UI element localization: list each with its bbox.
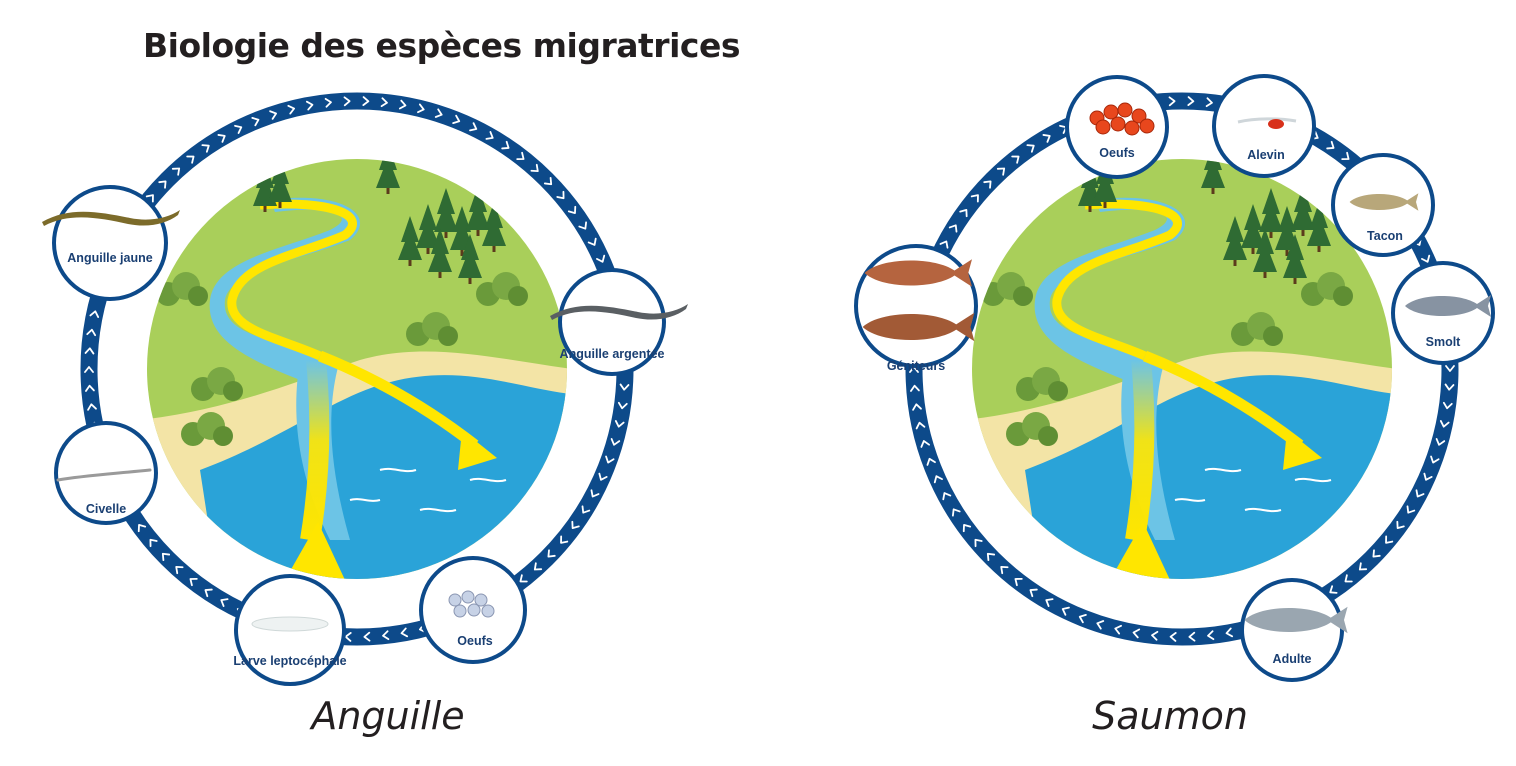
- alevin-icon: [1237, 117, 1297, 129]
- stage-geniteurs: Géniteurs: [854, 244, 978, 373]
- stage-label: Géniteurs: [887, 359, 945, 373]
- salmon-cycle: Oeufs Alevin Tacon Smolt Adulte: [854, 74, 1495, 682]
- stage-anguille-jaune: Anguille jaune: [42, 185, 180, 301]
- stage-label: Anguille argentée: [560, 347, 665, 361]
- stage-label: Oeufs: [1099, 146, 1134, 160]
- stage-label: Larve leptocéphale: [233, 654, 346, 668]
- glass-eel-icon: [56, 468, 152, 482]
- eel-cycle: Anguille jaune Anguille argentée Oeufs L…: [42, 92, 688, 686]
- stage-anguille-argentee: Anguille argentée: [550, 268, 688, 376]
- page-title: Biologie des espèces migratrices: [143, 26, 740, 65]
- stage-label: Smolt: [1426, 335, 1462, 349]
- stage-label: Adulte: [1273, 652, 1312, 666]
- river-landscape: [147, 159, 567, 579]
- cycle-ring: [905, 92, 1459, 646]
- stage-tacon: Tacon: [1331, 153, 1435, 257]
- stage-label: Anguille jaune: [67, 251, 152, 265]
- stage-label: Civelle: [86, 502, 126, 516]
- river-landscape: [972, 159, 1392, 579]
- stage-larve-leptocephale: Larve leptocéphale: [233, 574, 347, 686]
- stage-oeufs: Oeufs: [1065, 75, 1169, 179]
- stage-adulte: Adulte: [1240, 578, 1348, 682]
- species-name-saumon: Saumon: [1092, 694, 1248, 738]
- stage-alevin: Alevin: [1212, 74, 1316, 178]
- eel-eggs-icon: [448, 590, 495, 618]
- stage-label: Oeufs: [457, 634, 492, 648]
- stage-label: Alevin: [1247, 148, 1285, 162]
- stage-oeufs: Oeufs: [419, 556, 527, 664]
- stage-label: Tacon: [1367, 229, 1403, 243]
- stage-smolt: Smolt: [1391, 261, 1495, 365]
- stage-civelle: Civelle: [54, 421, 158, 525]
- leptocephalus-larva-icon: [251, 616, 329, 632]
- salmon-eggs-icon: [1089, 102, 1155, 136]
- species-name-anguille: Anguille: [311, 694, 465, 738]
